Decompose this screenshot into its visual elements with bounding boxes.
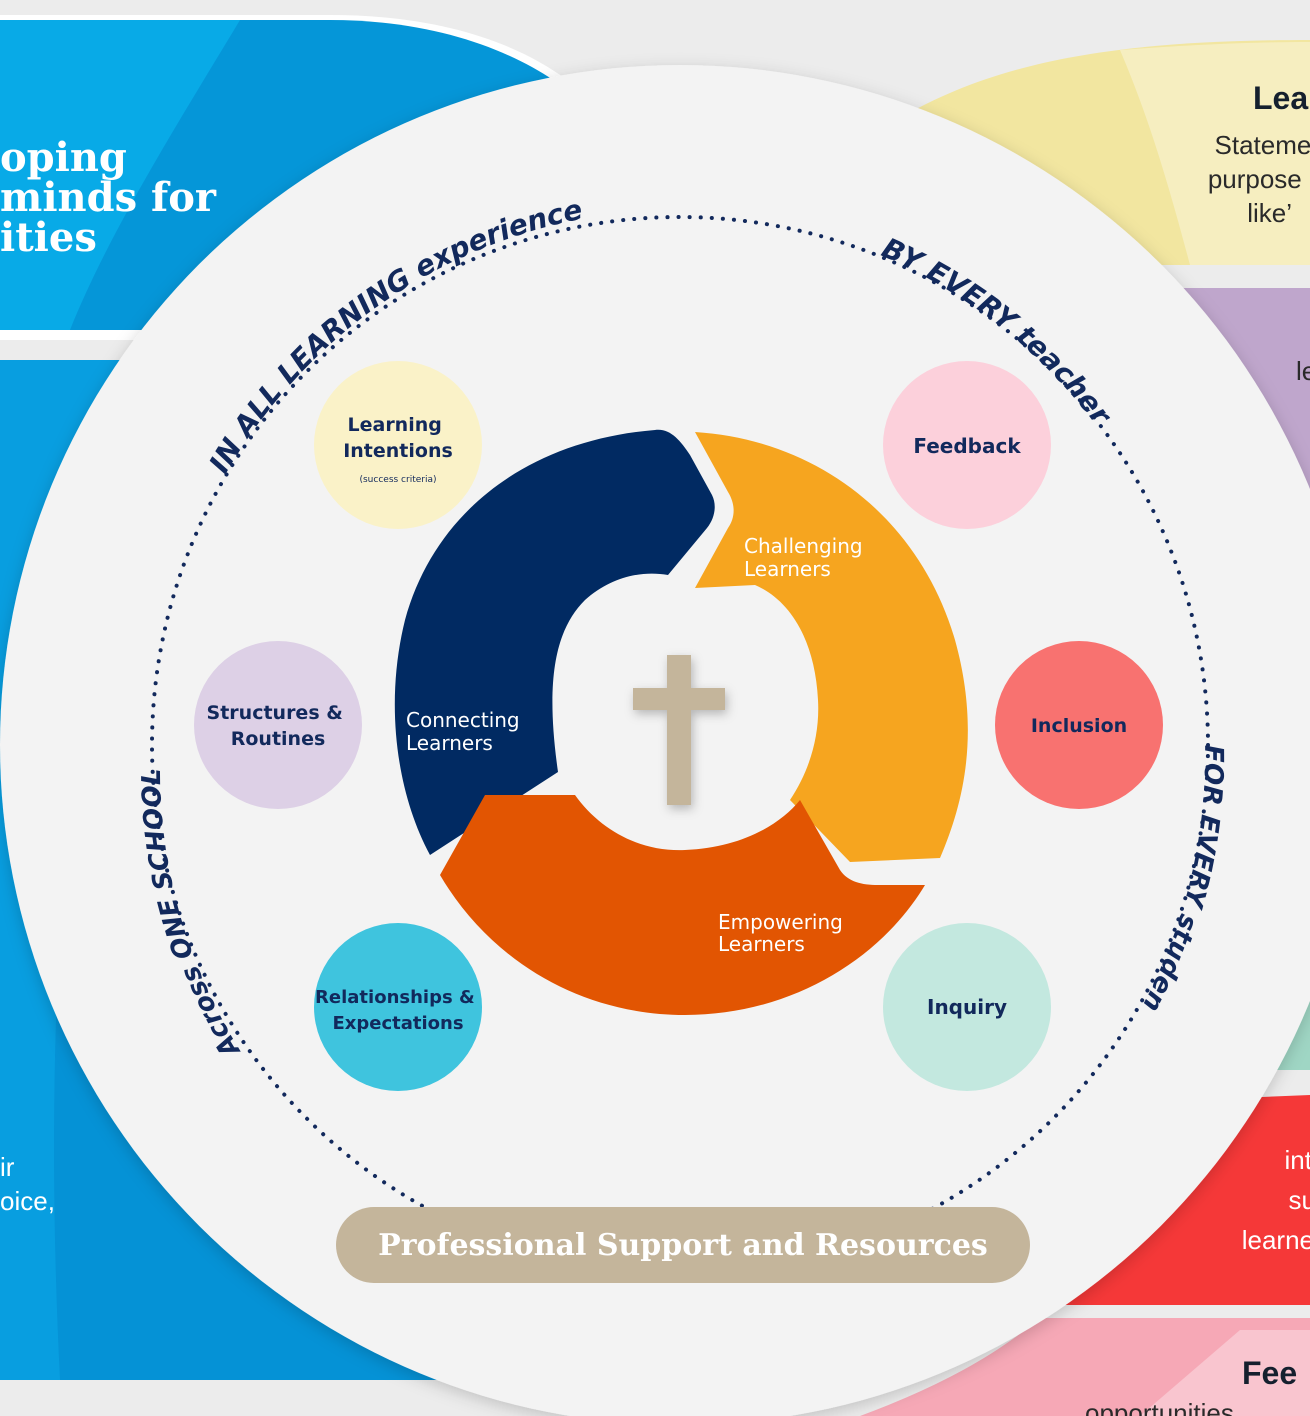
- success-criteria-note: (success criteria): [359, 475, 436, 485]
- right-red-line-1: int: [1284, 1145, 1310, 1175]
- right-top-line-3: like’: [1247, 198, 1292, 228]
- right-red-panel-body: int su learne: [1242, 1140, 1310, 1260]
- bubble-inquiry: Inquiry: [883, 923, 1051, 1091]
- cross-icon: [633, 655, 725, 805]
- bubble-relationships-expectations: Relationships & Expectations: [314, 923, 482, 1091]
- right-pink-panel-title: Fee: [1242, 1355, 1298, 1391]
- segment-empowering: [440, 795, 925, 1015]
- left-heading-line-1: oping: [0, 134, 127, 181]
- left-heading-line-3: ities: [0, 214, 97, 261]
- svg-text:Structures & Routines: Structures & Routines: [207, 702, 350, 750]
- svg-text:Feedback: Feedback: [913, 434, 1021, 458]
- bubble-structures-routines: Structures & Routines: [194, 641, 362, 809]
- right-yellow-panel-light: [1120, 42, 1310, 265]
- right-top-line-1: Statemer: [1214, 130, 1310, 160]
- left-panel-body: ir oice,: [0, 1150, 55, 1218]
- right-top-panel-body: Statemer purpose c like’: [1208, 128, 1310, 230]
- segment-challenging: [695, 432, 968, 862]
- svg-text:Inquiry: Inquiry: [927, 995, 1007, 1019]
- bubble-feedback: Feedback: [883, 361, 1051, 529]
- left-body-line-2: oice,: [0, 1186, 55, 1216]
- dotted-ring: [150, 215, 1210, 1275]
- right-pink-panel-light: [1140, 1330, 1310, 1416]
- right-red-line-2: su: [1288, 1185, 1310, 1215]
- right-red-line-3: learne: [1241, 1225, 1310, 1255]
- left-top-panel-shade: [0, 20, 240, 330]
- svg-text:Inclusion: Inclusion: [1031, 715, 1127, 737]
- right-top-line-2: purpose c: [1207, 164, 1310, 194]
- banner-label: Professional Support and Resources: [378, 1227, 988, 1263]
- right-purple-panel-text: le: [1296, 356, 1310, 386]
- segment-connecting: [394, 429, 715, 855]
- professional-support-banner: Professional Support and Resources: [336, 1207, 1030, 1283]
- cycle-group: Connecting Learners Challenging Learners…: [394, 429, 968, 1015]
- bubble-inclusion: Inclusion: [995, 641, 1163, 809]
- bubble-learning-intentions: Learning Intentions (success criteria): [314, 361, 482, 529]
- left-panel-heading: oping minds for ities: [0, 138, 216, 258]
- segment-connecting-label: Connecting Learners: [406, 708, 526, 755]
- left-heading-line-2: minds for: [0, 174, 216, 221]
- right-top-panel-title: Lea: [1253, 80, 1309, 116]
- left-body-line-1: ir: [0, 1152, 15, 1182]
- segment-challenging-label: Challenging Learners: [744, 534, 869, 581]
- segment-empowering-label: Empowering Learners: [718, 910, 849, 956]
- svg-text:Relationships & Expect: Relationships & Expectations: [315, 987, 481, 1034]
- svg-text:Learning Intentions: Learning Intentions: [343, 414, 453, 462]
- right-pink-panel-text: opportunities: [1085, 1398, 1234, 1416]
